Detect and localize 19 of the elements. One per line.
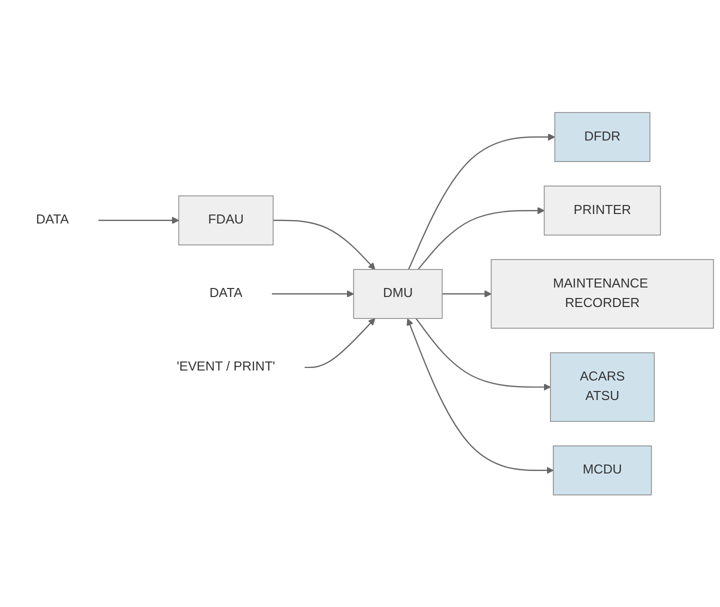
- node-text: 'EVENT / PRINT': [176, 360, 276, 374]
- node-text: DATA: [209, 286, 242, 300]
- node-box: PRINTER: [544, 185, 661, 236]
- node-box: MAINTENANCE RECORDER: [490, 258, 714, 328]
- node-text: DATA: [36, 212, 69, 227]
- arrow: [418, 206, 545, 270]
- arrow: [408, 133, 556, 270]
- node-box: DFDR: [554, 112, 650, 162]
- arrow: [416, 318, 551, 390]
- node-box: FDAU: [178, 195, 274, 246]
- arrow: [406, 318, 554, 474]
- arrow: [273, 220, 376, 270]
- arrow: [98, 216, 180, 224]
- node-box: MCDU: [552, 445, 652, 496]
- arrow: [272, 290, 354, 298]
- node-box: ACARS ATSU: [550, 352, 655, 422]
- arrow: [304, 318, 376, 368]
- arrow: [442, 290, 492, 298]
- node-box: DMU: [353, 268, 443, 319]
